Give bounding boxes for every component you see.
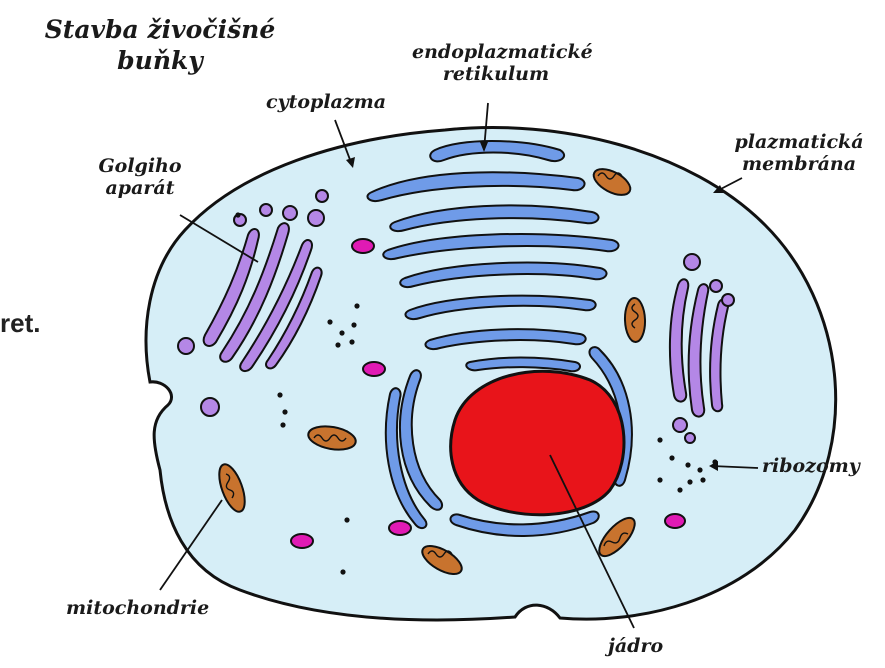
er-line-2: retikulum (412, 64, 580, 86)
cell-membrane (146, 128, 836, 620)
label-plazmaticka-membrana: plazmatická membrána (714, 132, 884, 176)
membrana-line-2: membrána (714, 154, 884, 176)
diagram-title: Stavba živočišné buňky (10, 14, 310, 77)
title-line-1: Stavba živočišné (10, 14, 310, 45)
label-cytoplazma: cytoplazma (266, 92, 386, 114)
golgi-line-2: aparát (88, 178, 192, 200)
golgi-line-1: Golgiho (88, 156, 192, 178)
label-mitochondrie: mitochondrie (66, 598, 209, 620)
label-golgiho-aparat: Golgiho aparát (88, 156, 192, 200)
label-ribozomy: ribozomy (762, 456, 860, 478)
membrana-line-1: plazmatická (714, 132, 884, 154)
label-jadro: jádro (608, 636, 663, 658)
title-line-2: buňky (10, 45, 310, 76)
label-endoplasmic-reticulum: endoplazmatické retikulum (412, 42, 580, 86)
side-text: ret. (0, 308, 40, 339)
er-line-1: endoplazmatické (412, 42, 580, 64)
nucleus (451, 371, 624, 514)
